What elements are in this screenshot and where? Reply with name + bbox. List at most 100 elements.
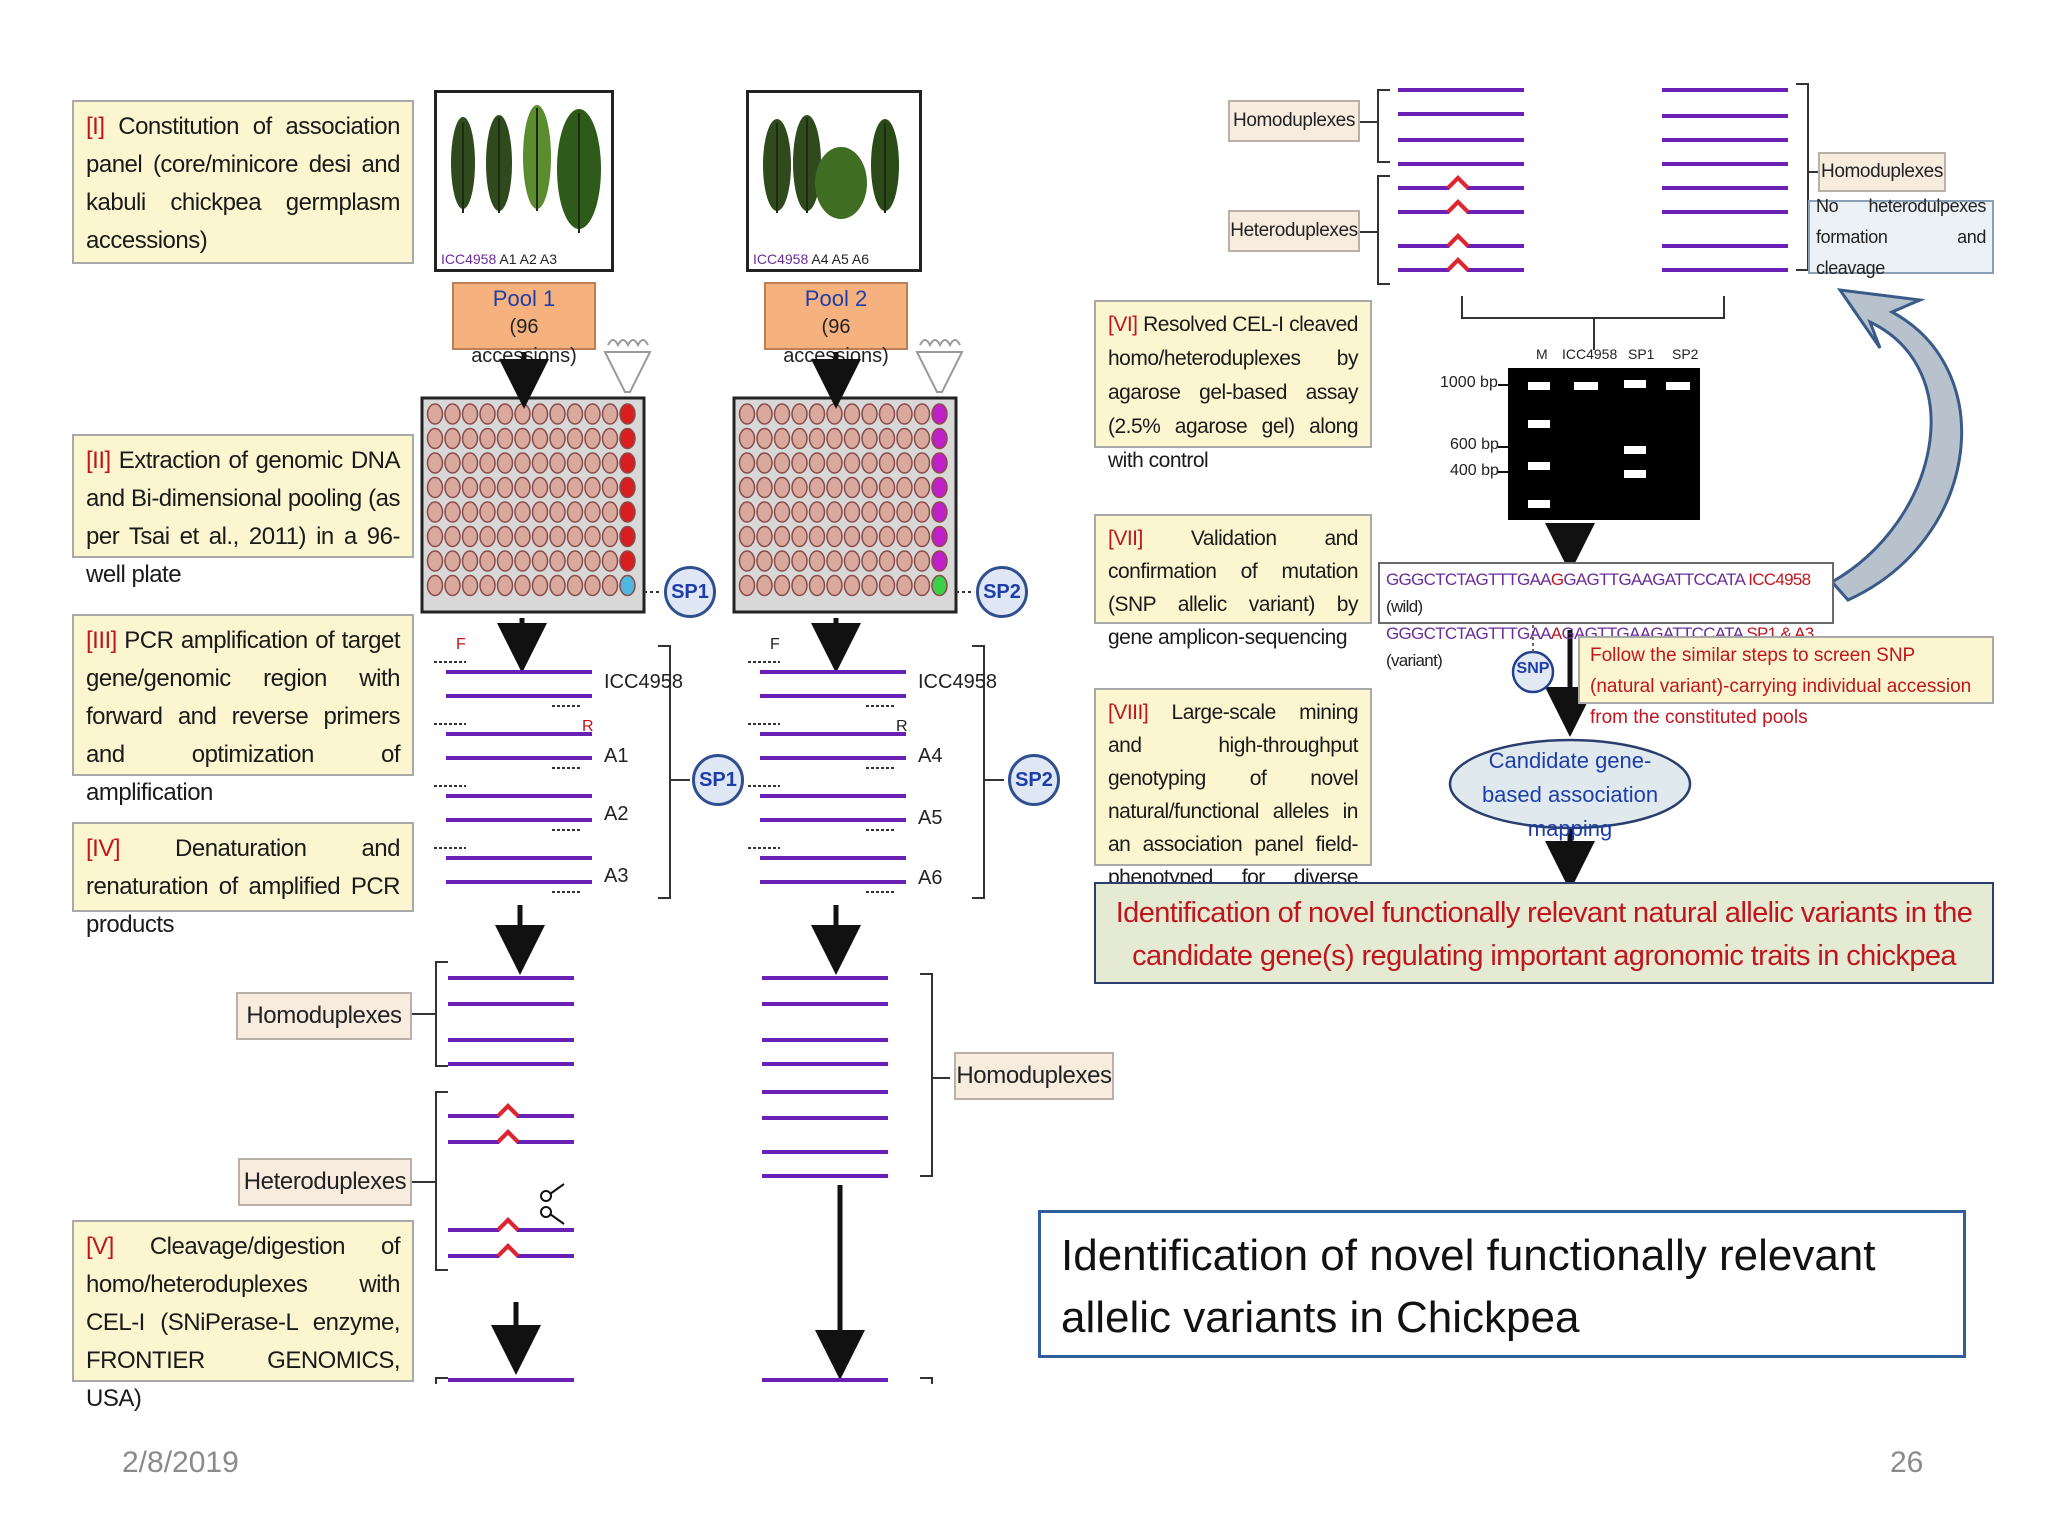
well — [826, 452, 843, 474]
well — [549, 427, 566, 450]
well — [826, 574, 843, 597]
plant-image-2: ICC4958 A4 A5 A6 — [746, 90, 922, 272]
well — [756, 427, 773, 450]
well — [461, 525, 479, 548]
footer-date: 2/8/2019 — [122, 1446, 239, 1479]
well — [601, 574, 619, 597]
well — [913, 403, 931, 425]
well — [444, 550, 461, 572]
well — [531, 501, 549, 523]
step-2-box: [II] Extraction of genomic DNA and Bi-di… — [72, 434, 414, 588]
well — [531, 403, 549, 425]
well — [479, 501, 496, 523]
well — [426, 403, 444, 425]
well — [861, 452, 878, 474]
well — [566, 403, 584, 425]
step-3-number: [III] — [86, 627, 117, 654]
well — [444, 574, 461, 597]
step-6-text: Resolved CEL-I cleaved homo/heteroduplex… — [1108, 313, 1359, 472]
step-2-text: Extraction of genomic DNA and Bi-dimensi… — [86, 447, 401, 588]
well — [878, 525, 896, 548]
well — [878, 501, 896, 523]
well — [931, 403, 948, 425]
forward-primer-label-1: F — [456, 636, 466, 653]
well — [619, 525, 636, 548]
well — [549, 550, 566, 572]
well — [514, 427, 531, 450]
well — [531, 574, 549, 597]
well — [514, 501, 531, 523]
well — [444, 452, 461, 474]
well — [878, 574, 896, 597]
well — [861, 574, 878, 597]
well — [756, 525, 773, 548]
well — [773, 574, 791, 597]
well — [773, 427, 791, 450]
duplex-strands-top-right — [1398, 88, 1788, 272]
well — [496, 574, 514, 597]
well — [878, 427, 896, 450]
well — [584, 550, 601, 572]
well — [913, 574, 931, 597]
well — [549, 525, 566, 548]
well — [461, 476, 479, 499]
well — [791, 525, 808, 548]
well — [808, 476, 826, 499]
well — [896, 452, 913, 474]
well — [496, 550, 514, 572]
well — [496, 476, 514, 499]
well — [601, 550, 619, 572]
well — [496, 525, 514, 548]
well — [619, 403, 636, 425]
well — [756, 452, 773, 474]
well — [896, 550, 913, 572]
well — [584, 452, 601, 474]
pool-2-name: Pool 2 — [804, 286, 868, 311]
sequence-box: GGGCTCTAGTTTGAAGGAGTTGAAGATTCCATA ICC495… — [1378, 562, 1834, 670]
well — [514, 452, 531, 474]
well — [426, 550, 444, 572]
well — [549, 574, 566, 597]
well — [619, 476, 636, 499]
well — [843, 574, 861, 597]
caption-box: Identification of novel functionally rel… — [1038, 1210, 1966, 1358]
well — [843, 501, 861, 523]
well — [791, 452, 808, 474]
gel-marker-1000: 1000 bp — [1440, 374, 1498, 391]
well — [791, 427, 808, 450]
well — [826, 476, 843, 499]
well — [566, 525, 584, 548]
well — [808, 574, 826, 597]
well — [738, 452, 756, 474]
well — [756, 403, 773, 425]
well — [843, 427, 861, 450]
plant-image-1: ICC4958 A1 A2 A3 — [434, 90, 614, 272]
well — [584, 476, 601, 499]
well — [808, 550, 826, 572]
well — [461, 501, 479, 523]
well — [584, 403, 601, 425]
well — [913, 476, 931, 499]
well — [931, 452, 948, 474]
well — [756, 574, 773, 597]
arrows — [491, 352, 1595, 1380]
follow-steps-note: Follow the similar steps to screen SNP (… — [1578, 636, 1994, 728]
homoduplexes-label-right: Homoduplexes — [954, 1052, 1114, 1100]
well — [896, 403, 913, 425]
well — [826, 525, 843, 548]
duplex-strands-right — [762, 976, 888, 1382]
well — [531, 550, 549, 572]
well — [444, 525, 461, 548]
well — [584, 427, 601, 450]
duplex-strands-left — [448, 976, 574, 1382]
step-6-number: [VI] — [1108, 313, 1138, 336]
well — [773, 403, 791, 425]
candidate-ellipse — [1448, 738, 1692, 830]
well — [931, 574, 948, 597]
well — [773, 550, 791, 572]
reverse-primer-label-2: R — [896, 718, 908, 735]
plant-1-caption: ICC4958 A1 A2 A3 — [441, 251, 557, 267]
well — [426, 525, 444, 548]
candidate-label: Candidate gene-based association mapping — [1481, 748, 1659, 841]
well — [461, 403, 479, 425]
